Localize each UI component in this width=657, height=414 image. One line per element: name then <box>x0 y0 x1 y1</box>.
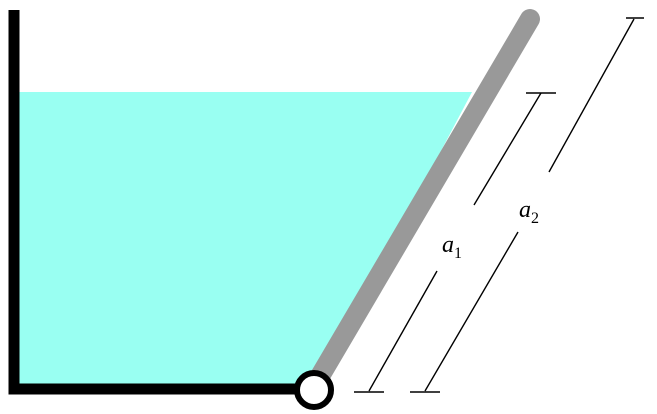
tank-wall <box>8 10 304 395</box>
dimension-a1-label-sub: 1 <box>454 245 462 262</box>
dimension-a1-line-upper <box>473 92 542 206</box>
dimension-a2-label: a2 <box>519 197 539 227</box>
dimension-a2-line-upper <box>548 18 635 173</box>
hinge-circle-icon <box>294 370 334 410</box>
water-region <box>19 92 472 388</box>
dimension-a2-label-main: a <box>519 197 531 223</box>
inclined-gate <box>306 9 540 393</box>
dimension-a1-line-lower <box>368 270 438 392</box>
dimension-a2: a2 <box>410 17 644 393</box>
dimension-a2-label-sub: 2 <box>531 210 539 227</box>
dimension-a1-label-main: a <box>442 232 454 258</box>
dimension-a1-label: a1 <box>442 232 462 262</box>
dimension-a2-line-lower <box>424 231 519 392</box>
dimension-a1: a1 <box>354 92 556 393</box>
